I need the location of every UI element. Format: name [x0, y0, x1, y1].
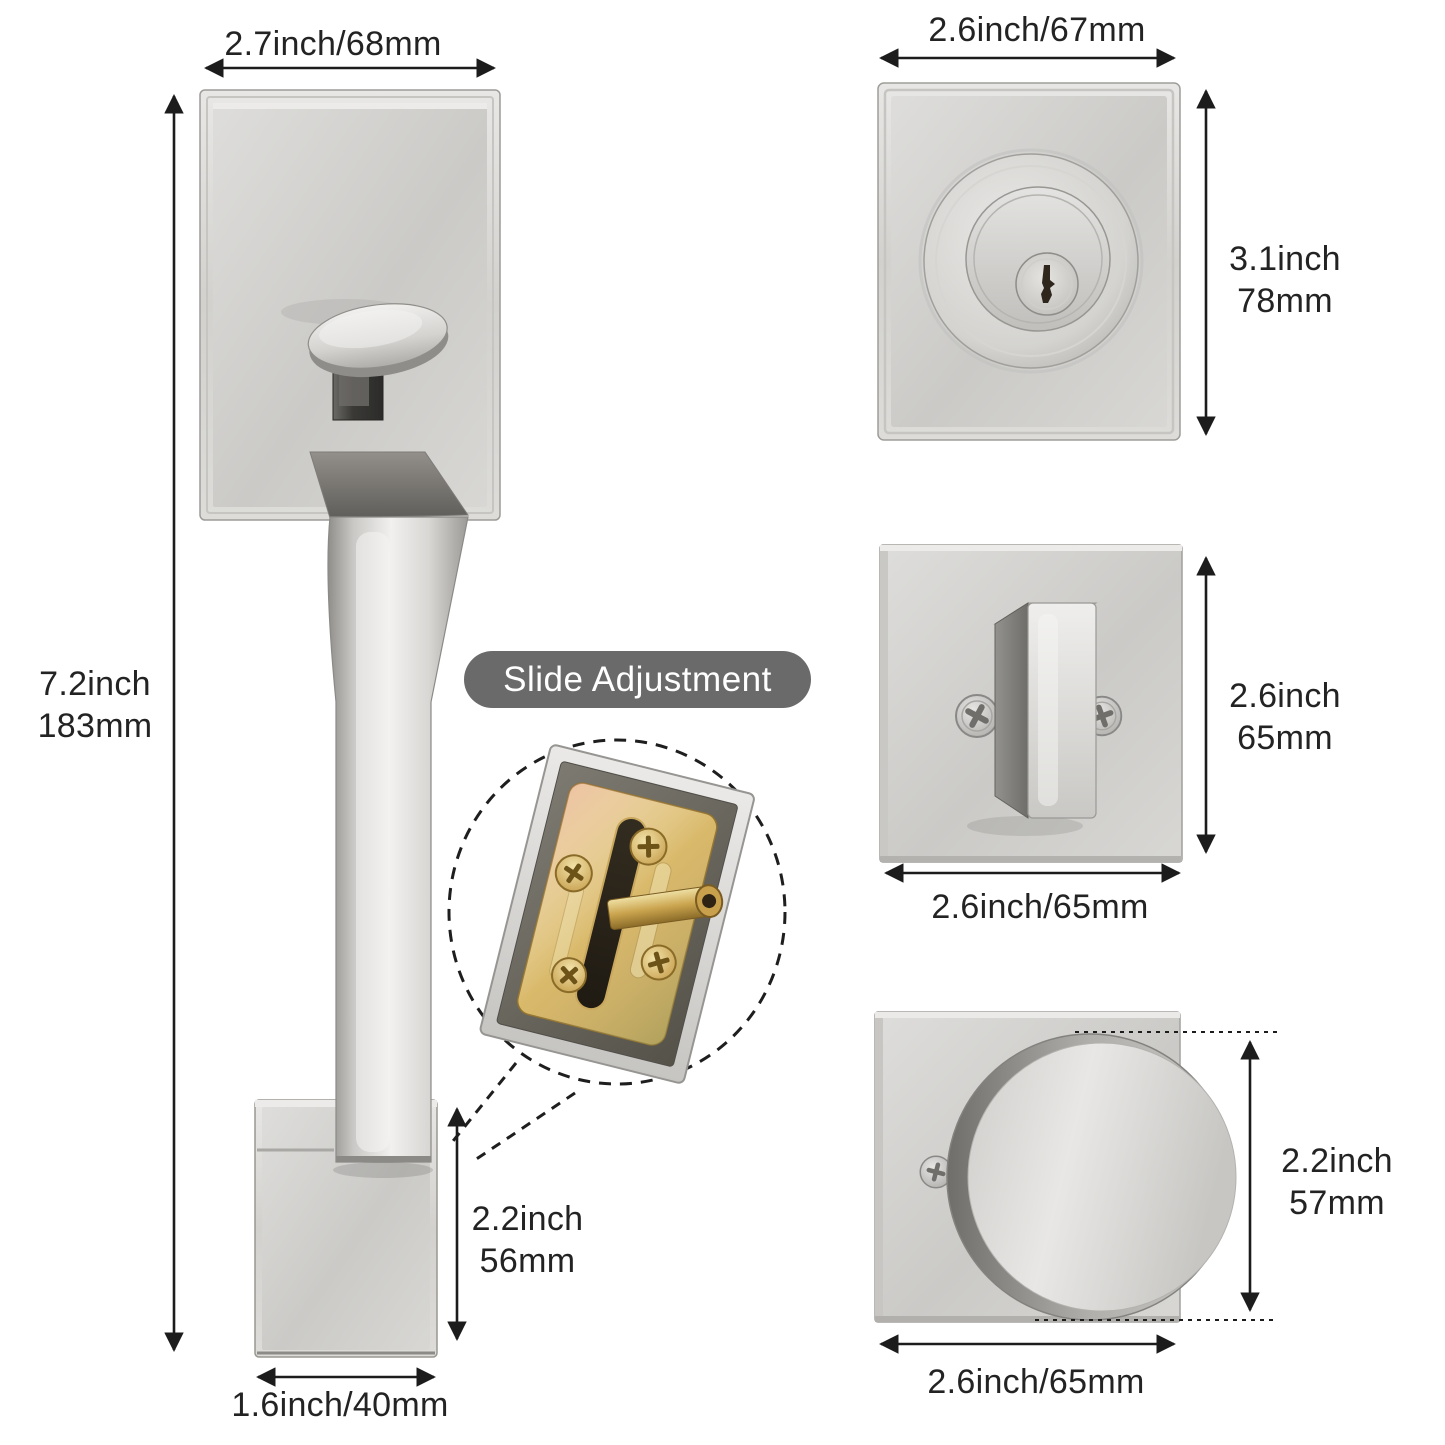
backplate-screw — [640, 944, 677, 981]
dim-label-handleset-height-mm: 183mm — [37, 707, 153, 745]
thumb-paddle — [307, 303, 449, 378]
backplate-screw — [551, 957, 588, 994]
dim-label-knob-diameter: 2.2inch 57mm — [1262, 1140, 1412, 1224]
thumbturn-illustration — [879, 544, 1183, 863]
dim-label-knob-rose-width: 2.6inch/65mm — [927, 1363, 1145, 1401]
dim-label-knob-diameter-inch: 2.2inch — [1281, 1142, 1393, 1180]
dim-label-handleset-height-inch: 7.2inch — [39, 665, 151, 703]
dim-label-handleset-height: 7.2inch 183mm — [20, 663, 170, 747]
round-knob — [946, 1033, 1237, 1321]
backplate-screw — [629, 827, 668, 866]
callout-bubble — [447, 738, 787, 1086]
dim-label-thumbturn-height-mm: 65mm — [1237, 719, 1333, 757]
handle-grip — [309, 451, 469, 1178]
thumbturn-bar — [967, 602, 1098, 836]
knob-illustration — [874, 1011, 1237, 1323]
dim-label-handleset-width: 2.7inch/68mm — [224, 25, 442, 63]
thumb-latch — [281, 299, 449, 421]
dim-label-deadbolt-height-mm: 78mm — [1237, 282, 1333, 320]
mounting-screw-left — [955, 694, 999, 738]
dim-label-thumbturn-height-inch: 2.6inch — [1229, 677, 1341, 715]
dim-label-deadbolt-height: 3.1inch 78mm — [1210, 238, 1360, 322]
dim-label-handleset-base-height-mm: 56mm — [479, 1242, 576, 1280]
dim-label-deadbolt-width: 2.6inch/67mm — [928, 11, 1146, 49]
keyhole — [1041, 265, 1055, 303]
backplate-screw — [554, 854, 593, 893]
dim-label-knob-diameter-mm: 57mm — [1289, 1184, 1385, 1222]
dim-label-thumbturn-height: 2.6inch 65mm — [1210, 675, 1360, 759]
dim-label-thumbturn-width: 2.6inch/65mm — [931, 888, 1149, 926]
dim-label-handleset-base-width: 1.6inch/40mm — [231, 1386, 449, 1424]
spindle-rod — [607, 884, 724, 930]
slide-adjustment-callout — [447, 738, 787, 1164]
handleset-illustration — [199, 89, 501, 1358]
deadbolt-cylinder — [918, 148, 1144, 374]
dim-label-handleset-base-height: 2.2inch 56mm — [450, 1198, 605, 1282]
dim-label-handleset-base-height-inch: 2.2inch — [471, 1200, 584, 1238]
deadbolt-illustration — [877, 82, 1181, 441]
slide-adjustment-badge: Slide Adjustment — [464, 651, 811, 708]
dim-label-deadbolt-height-inch: 3.1inch — [1229, 240, 1341, 278]
